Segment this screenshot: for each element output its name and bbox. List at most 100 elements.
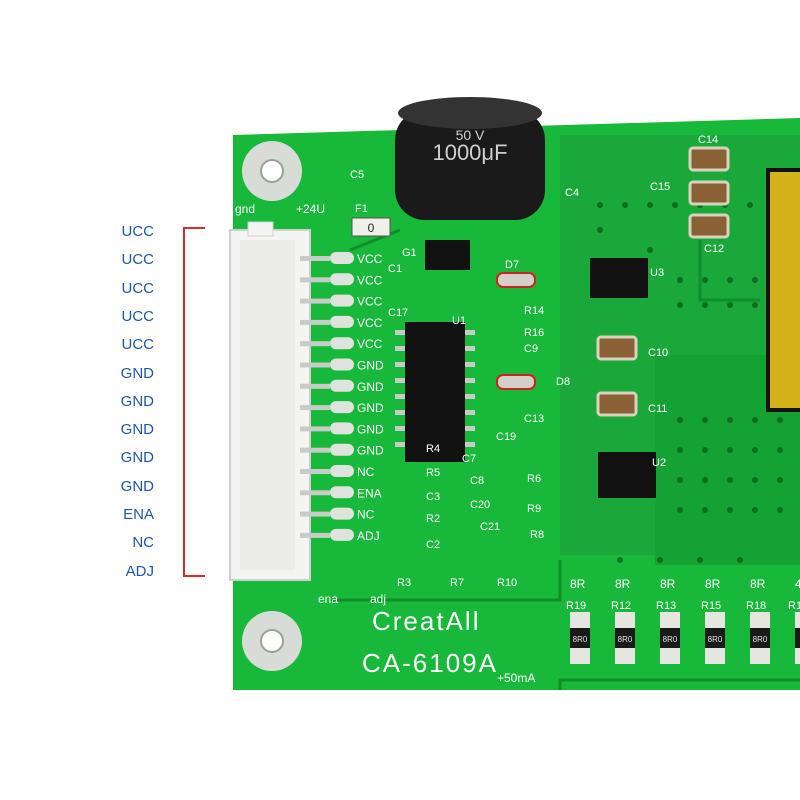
- regulator-g1: [425, 240, 470, 270]
- ic-leg: [465, 378, 475, 383]
- pin-label: ENA: [123, 506, 154, 523]
- ic-u3: [590, 258, 648, 298]
- ic-leg: [395, 394, 405, 399]
- component-designator: G1: [402, 247, 417, 259]
- component-designator: C12: [704, 243, 724, 255]
- electrolytic-capacitor: 1000μF 50 V: [395, 97, 545, 220]
- connector-pin: [300, 511, 330, 517]
- resistor-body: [660, 628, 680, 648]
- connector-pin: [300, 426, 330, 432]
- connector-pin: [300, 447, 330, 453]
- component-designator: U3: [650, 267, 664, 279]
- component-designator: D8: [556, 376, 570, 388]
- component-designator: C1: [388, 263, 402, 275]
- silk-50ma: +50mA: [497, 671, 535, 685]
- fuse-value: 0: [368, 221, 375, 235]
- connector-silk-label: VCC: [357, 273, 383, 287]
- component-designator: R13: [656, 600, 676, 612]
- connector-silk-label: GND: [357, 380, 384, 394]
- component-designator: C7: [462, 453, 476, 465]
- connector-pins: [300, 252, 354, 541]
- connector-pin: [300, 362, 330, 368]
- silk-ena: ena: [318, 592, 338, 606]
- resistor-value-label: 8R: [615, 577, 631, 591]
- connector-pin: [300, 256, 330, 261]
- component-designator: C8: [470, 475, 484, 487]
- connector-silk-label: NC: [357, 465, 375, 479]
- ic-leg: [395, 378, 405, 383]
- ic-leg: [395, 426, 405, 431]
- component-designator: R4: [426, 443, 440, 455]
- solder-pad: [330, 379, 354, 392]
- component-designator: C2: [426, 539, 440, 551]
- ic-leg: [395, 442, 405, 447]
- connector-silk-label: NC: [357, 508, 375, 522]
- pin-label: GND: [120, 421, 154, 439]
- connector-pin: [300, 319, 330, 325]
- brand-text: CreatAll: [372, 606, 480, 636]
- pcb-traces: [330, 228, 800, 690]
- ic-leg: [465, 442, 475, 447]
- component-designator: F1: [355, 203, 368, 215]
- solder-pad: [330, 422, 354, 435]
- component-designator: C4: [565, 187, 579, 199]
- component-designator: R1: [788, 600, 800, 612]
- resistor-code: 8R0: [573, 635, 588, 644]
- component-designator: R12: [611, 600, 631, 612]
- resistor-value-label: 8R: [570, 577, 586, 591]
- pin-label: GND: [120, 392, 154, 410]
- solder-pad: [330, 252, 354, 264]
- connector-pin: [300, 383, 330, 389]
- ic-leg: [395, 346, 405, 351]
- solder-pad: [330, 358, 354, 371]
- component-designator: C14: [698, 134, 718, 146]
- solder-pad: [330, 294, 354, 307]
- component-designator: R15: [701, 600, 721, 612]
- solder-pad: [330, 315, 354, 328]
- component-designator: R2: [426, 513, 440, 525]
- resistor-body: [795, 628, 800, 648]
- pin-label: UCC: [121, 279, 155, 297]
- resistor-body: [615, 628, 635, 648]
- component-designator: U1: [452, 315, 466, 327]
- solder-pad: [330, 528, 354, 541]
- ic-leg: [465, 362, 475, 367]
- resistor-body: [570, 628, 590, 648]
- pin-label: GND: [120, 477, 154, 495]
- connector-silk-label: GND: [357, 422, 384, 436]
- connector-silk-label: GND: [357, 401, 384, 415]
- connector-silk-label: VCC: [357, 337, 383, 351]
- resistor-value-label: 8R: [750, 577, 766, 591]
- ic-leg: [395, 362, 405, 367]
- via-holes: [597, 202, 783, 563]
- component-designator: C5: [350, 169, 364, 181]
- resistor-body: [705, 628, 725, 648]
- ic-leg: [465, 410, 475, 415]
- connector-pin: [300, 277, 330, 283]
- component-designator: R9: [527, 503, 541, 515]
- resistor-code: 8R0: [618, 635, 633, 644]
- fuse-f1: 0: [351, 217, 391, 237]
- resistor-code: 8R0: [663, 635, 678, 644]
- connector-pin: [300, 469, 330, 474]
- capacitor-value: 1000μF: [432, 140, 507, 165]
- mounting-hole-bottom: [242, 611, 302, 671]
- pin-label: GND: [120, 364, 154, 382]
- solder-pad: [330, 273, 354, 286]
- resistor-value-label: 4R: [795, 577, 800, 591]
- connector-silk-label: VCC: [357, 252, 383, 266]
- ic-leg: [395, 330, 405, 335]
- capacitor-voltage: 50 V: [456, 127, 485, 143]
- component-designator: U2: [652, 457, 666, 469]
- component-designator: R10: [497, 577, 517, 589]
- pin-label: NC: [132, 534, 154, 552]
- pin-label: UCC: [121, 223, 155, 240]
- smd-capacitors: [596, 146, 730, 417]
- component-designator: C20: [470, 499, 490, 511]
- solder-pad: [330, 465, 354, 477]
- diode-d7: [496, 272, 536, 288]
- resistor-value-labels: 8R8R8R8R8R4R8R08R08R08R08R0: [570, 577, 800, 644]
- connector-pin: [300, 298, 330, 304]
